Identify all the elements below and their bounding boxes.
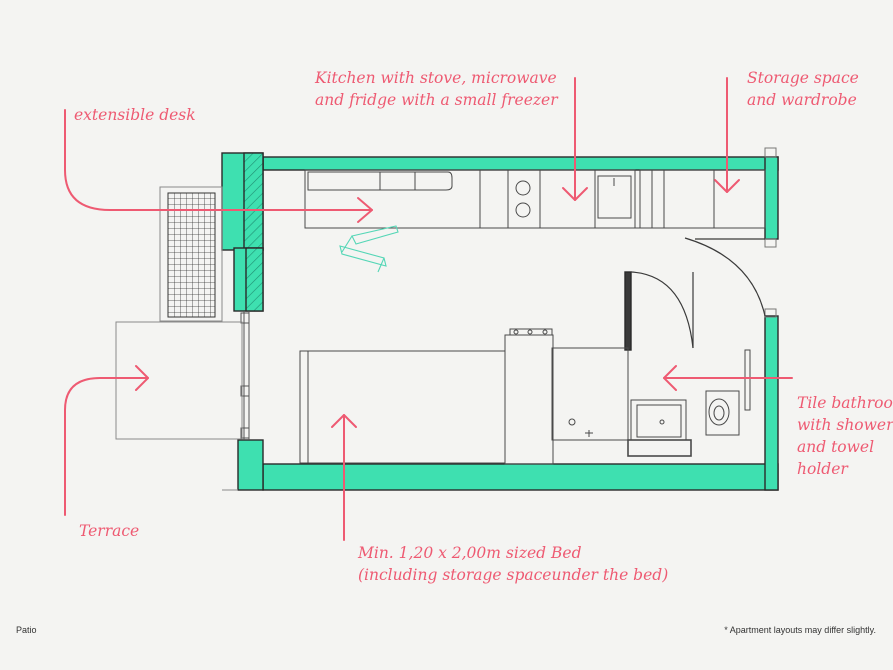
cooktop-icon bbox=[504, 328, 554, 465]
bathroom-line4: holder bbox=[797, 460, 848, 478]
wall-right-upper bbox=[764, 156, 779, 240]
wall-right-lower bbox=[764, 315, 779, 491]
footer-disclaimer: * Apartment layouts may differ slightly. bbox=[724, 625, 876, 635]
kitchen-line2: and fridge with a small freezer bbox=[315, 91, 558, 109]
bed-line2: (including storage spaceunder the bed) bbox=[358, 566, 669, 584]
storage-line1: Storage space bbox=[747, 69, 859, 87]
bed bbox=[299, 350, 506, 464]
arrow-bed bbox=[331, 414, 357, 541]
kitchen-annotation: Kitchen with stove, microwave and fridge… bbox=[315, 67, 558, 111]
bathroom-line3: and towel bbox=[797, 438, 875, 456]
desk-annotation: extensible desk bbox=[74, 104, 196, 126]
terrace-line1: Terrace bbox=[79, 522, 140, 540]
wall-bottom bbox=[262, 463, 779, 491]
kitchen-line1: Kitchen with stove, microwave bbox=[315, 69, 557, 87]
footer-left-label: Patio bbox=[16, 625, 37, 635]
annotation-arrows bbox=[64, 77, 793, 541]
arrow-kitchen bbox=[562, 77, 588, 201]
walls bbox=[221, 152, 779, 491]
bathroom-line1: Tile bathroom bbox=[797, 394, 893, 412]
wall-left-mid-hatch bbox=[245, 247, 264, 312]
storage-line2: and wardrobe bbox=[747, 91, 857, 109]
bathroom-annotation: Tile bathroom with shower and towel hold… bbox=[797, 392, 893, 480]
desk-line1: extensible desk bbox=[74, 106, 196, 124]
arrow-terrace bbox=[64, 365, 149, 516]
terrace-area bbox=[115, 186, 243, 491]
kitchen-furniture bbox=[304, 169, 766, 229]
bathroom-fixtures bbox=[551, 347, 751, 457]
bed-annotation: Min. 1,20 x 2,00m sized Bed (including s… bbox=[358, 542, 668, 586]
entrance-door bbox=[684, 237, 766, 317]
piers bbox=[764, 147, 777, 318]
arrow-storage bbox=[714, 77, 740, 193]
bathroom-line2: with shower bbox=[797, 416, 893, 434]
wall-left-upper-hatch bbox=[243, 152, 264, 251]
terrace-annotation: Terrace bbox=[79, 520, 139, 542]
left-window bbox=[240, 311, 250, 440]
desk-chair-icon bbox=[339, 225, 399, 273]
storage-annotation: Storage space and wardrobe bbox=[747, 67, 859, 111]
bed-line1: Min. 1,20 x 2,00m sized Bed bbox=[358, 544, 582, 562]
wall-top bbox=[262, 156, 779, 171]
bathroom-door bbox=[630, 271, 694, 349]
arrow-desk bbox=[64, 109, 373, 223]
arrow-bathroom bbox=[663, 365, 793, 391]
wall-left-lower bbox=[237, 439, 264, 491]
wall-bath-partition bbox=[624, 271, 632, 351]
